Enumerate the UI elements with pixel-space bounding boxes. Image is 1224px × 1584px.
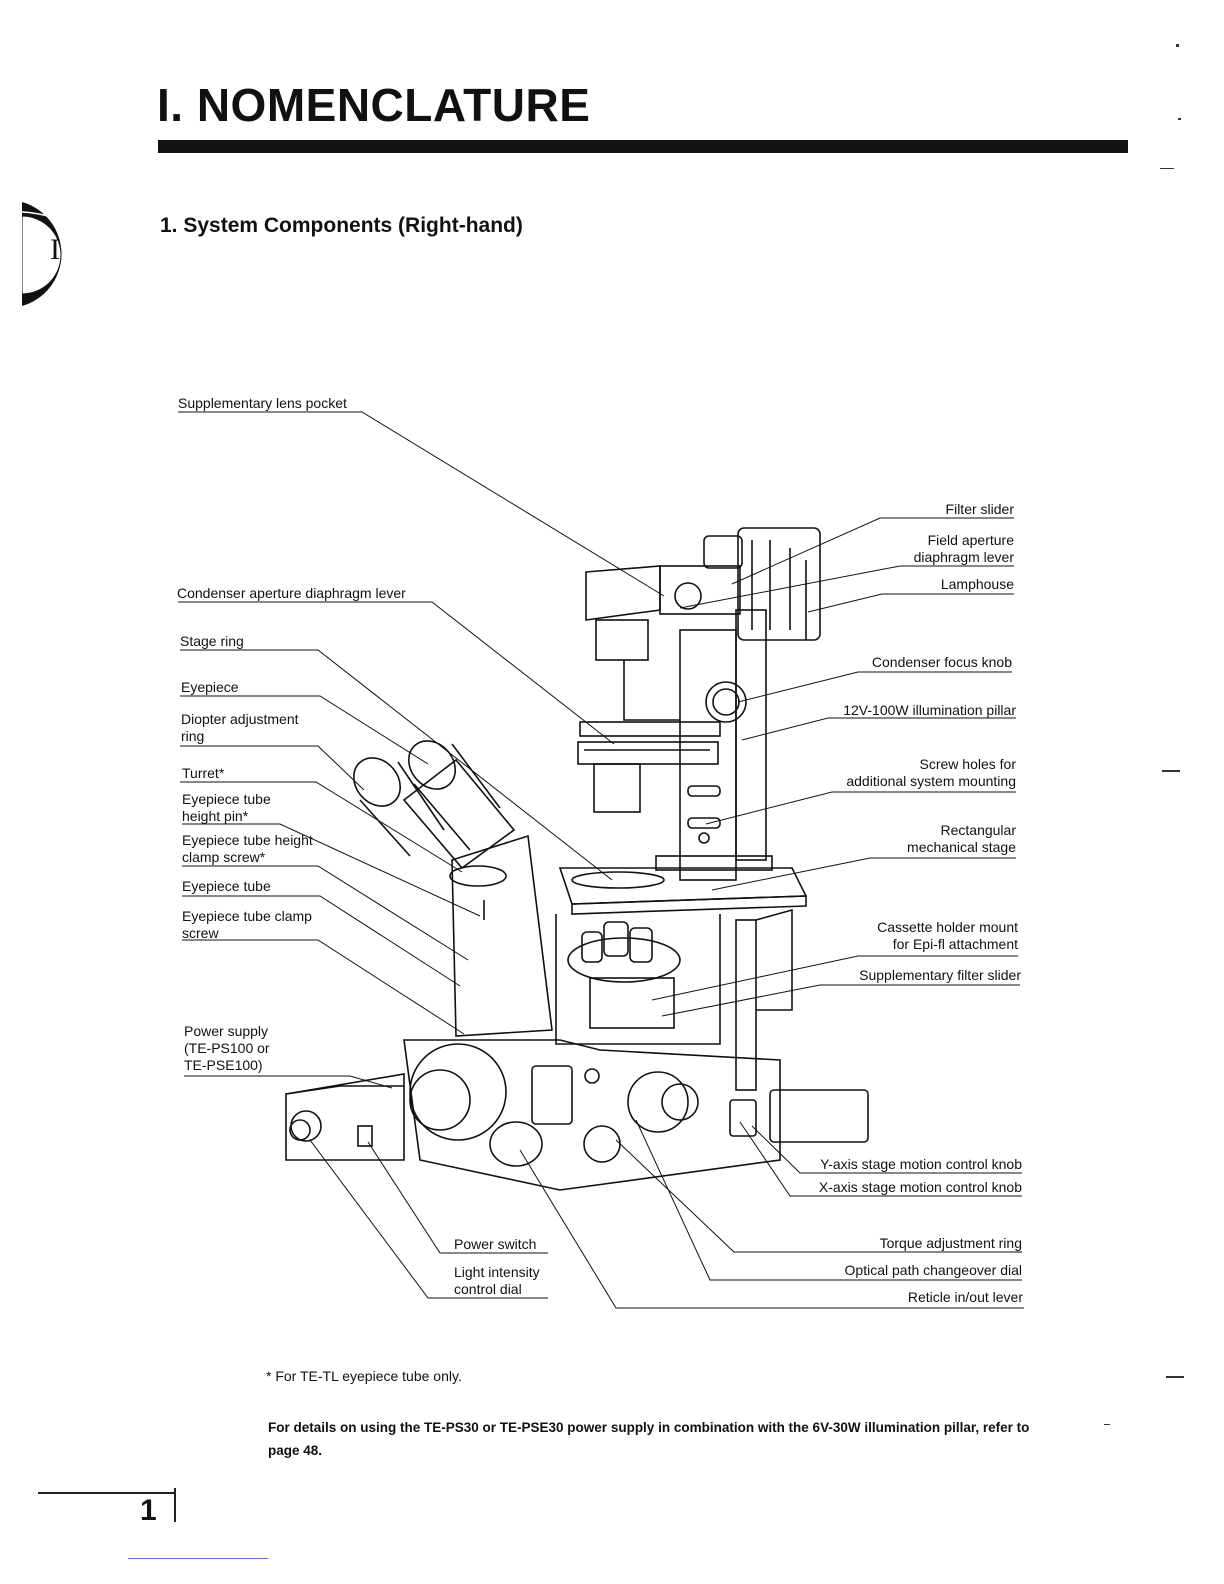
chapter-tab: I xyxy=(21,200,98,308)
label-supplementary-filter-slider: Supplementary filter slider xyxy=(859,967,1021,983)
page-number-tick xyxy=(174,1488,176,1522)
label-turret: Turret* xyxy=(182,765,225,781)
page-number: 1 xyxy=(140,1494,157,1527)
footnote-asterisk: * For TE-TL eyepiece tube only. xyxy=(266,1368,462,1384)
title-underline xyxy=(158,140,1128,153)
label-eyepiece-tube-clamp-screw: Eyepiece tube clamp screw xyxy=(182,908,312,941)
label-supplementary-lens-pocket: Supplementary lens pocket xyxy=(178,395,347,411)
label-rectangular-mechanical-stage: Rectangular mechanical stage xyxy=(907,822,1016,855)
footnote-details: For details on using the TE-PS30 or TE-P… xyxy=(268,1420,1030,1458)
label-stage-ring: Stage ring xyxy=(180,633,244,649)
scan-mark xyxy=(1176,44,1179,47)
leader-lines xyxy=(178,411,1024,1309)
chapter-tab-icon xyxy=(21,202,91,306)
bottom-rule xyxy=(128,1558,268,1559)
label-eyepiece-tube-height-pin: Eyepiece tube height pin* xyxy=(182,791,271,824)
scan-mark xyxy=(1160,168,1174,169)
label-field-aperture-diaphragm-lever: Field aperture diaphragm lever xyxy=(913,532,1014,565)
label-eyepiece: Eyepiece xyxy=(181,679,239,695)
label-torque-adjustment-ring: Torque adjustment ring xyxy=(879,1235,1022,1251)
label-eyepiece-tube-height-clamp-screw: Eyepiece tube height clamp screw* xyxy=(182,832,313,865)
label-lamphouse: Lamphouse xyxy=(940,576,1014,592)
page-number-rule xyxy=(38,1492,176,1494)
label-screw-holes: Screw holes for additional system mounti… xyxy=(846,756,1016,789)
scan-mark xyxy=(1178,118,1181,120)
label-cassette-holder-mount: Cassette holder mount for Epi-fl attachm… xyxy=(877,919,1018,952)
scan-mark xyxy=(1162,770,1180,772)
scan-mark xyxy=(1104,1424,1110,1425)
label-condenser-aperture-diaphragm-lever: Condenser aperture diaphragm lever xyxy=(177,585,406,601)
label-diopter-adjustment-ring: Diopter adjustment ring xyxy=(181,711,299,744)
label-power-supply: Power supply (TE-PS100 or TE-PSE100) xyxy=(184,1023,270,1073)
label-condenser-focus-knob: Condenser focus knob xyxy=(871,654,1012,670)
label-eyepiece-tube: Eyepiece tube xyxy=(182,878,271,894)
section-heading: 1. System Components (Right-hand) xyxy=(160,214,523,237)
label-y-axis-knob: Y-axis stage motion control knob xyxy=(820,1156,1022,1172)
label-filter-slider: Filter slider xyxy=(945,501,1014,517)
microscope-drawing xyxy=(285,527,869,1191)
label-illumination-pillar: 12V-100W illumination pillar xyxy=(843,702,1016,718)
page-title: I. NOMENCLATURE xyxy=(157,79,591,131)
label-reticle-lever: Reticle in/out lever xyxy=(907,1289,1023,1305)
label-power-switch: Power switch xyxy=(454,1236,537,1252)
chapter-tab-letter: I xyxy=(50,233,60,266)
label-light-intensity-dial: Light intensity control dial xyxy=(454,1264,540,1297)
scan-mark xyxy=(1166,1376,1184,1378)
label-optical-path-changeover-dial: Optical path changeover dial xyxy=(844,1262,1022,1278)
label-x-axis-knob: X-axis stage motion control knob xyxy=(818,1179,1022,1195)
